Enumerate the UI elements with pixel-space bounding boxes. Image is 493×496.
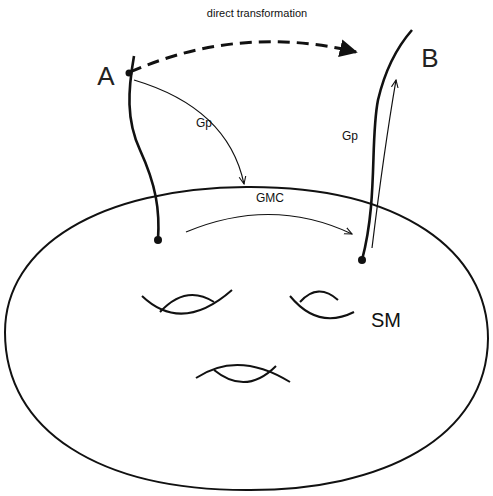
handle-sketch xyxy=(290,296,354,318)
map-arrow xyxy=(134,80,244,184)
point-label: A xyxy=(97,63,114,89)
handle-sketch xyxy=(300,291,338,302)
handle-sketch xyxy=(142,290,232,314)
surface-outline xyxy=(3,184,490,493)
point-dot xyxy=(358,256,366,264)
manifold-surface: SM xyxy=(3,184,490,493)
surface-label: SM xyxy=(371,310,401,330)
handle-sketch xyxy=(160,295,214,312)
point-dot xyxy=(154,236,162,244)
handle-sketch xyxy=(196,365,290,382)
map-label: GMC xyxy=(256,192,284,204)
handle-sketch xyxy=(214,366,276,382)
dashed-arrow xyxy=(130,42,356,72)
map-arrow xyxy=(186,214,352,234)
map-arrow xyxy=(372,80,396,248)
figure-caption: direct transformation xyxy=(207,8,307,19)
map-label: Gp xyxy=(196,117,212,129)
map-label: Gp xyxy=(342,130,358,142)
point-label: B xyxy=(421,45,438,71)
fiber-curve xyxy=(362,30,412,260)
